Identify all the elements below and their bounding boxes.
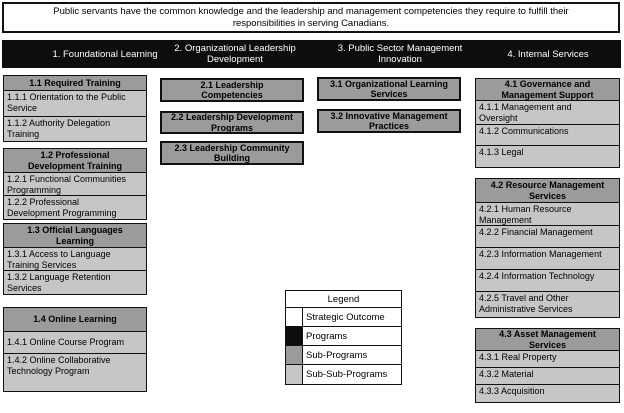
- sub-sub-program-4-2-4: 4.2.4 Information Technology: [476, 270, 619, 292]
- sub-program-4-2-header: 4.2 Resource Management Services: [476, 179, 619, 203]
- legend-label: Programs: [306, 330, 348, 342]
- legend-label: Strategic Outcome: [306, 311, 385, 323]
- sub-program-1-4-header: 1.4 Online Learning: [4, 308, 146, 332]
- sub-program-3-2: 3.2 Innovative Management Practices: [317, 109, 461, 133]
- sub-program-4-1-header: 4.1 Governance and Management Support: [476, 79, 619, 101]
- legend: Legend Strategic Outcome Programs Sub-Pr…: [285, 290, 402, 385]
- sub-program-2-2: 2.2 Leadership Development Programs: [160, 111, 304, 134]
- sub-sub-program-4-2-2: 4.2.2 Financial Management: [476, 226, 619, 248]
- sub-program-1-2-header: 1.2 Professional Development Training: [4, 149, 146, 173]
- legend-label: Sub-Programs: [306, 349, 368, 361]
- sub-program-1-1-header: 1.1 Required Training: [4, 76, 146, 91]
- sub-program-2-3: 2.3 Leadership Community Building: [160, 141, 304, 165]
- program-4-internal-services: 4. Internal Services: [507, 48, 589, 60]
- sub-sub-program-1-1-2: 1.1.2 Authority Delegation Training: [4, 117, 146, 141]
- sub-sub-program-4-3-2: 4.3.2 Material: [476, 368, 619, 385]
- sub-sub-program-4-2-3: 4.2.3 Information Management: [476, 248, 619, 270]
- legend-title: Legend: [286, 291, 401, 308]
- sub-sub-program-4-2-1: 4.2.1 Human Resource Management: [476, 203, 619, 226]
- sub-sub-program-4-1-1: 4.1.1 Management and Oversight: [476, 101, 619, 125]
- sub-program-group-1-1: 1.1 Required Training 1.1.1 Orientation …: [3, 75, 147, 142]
- sub-program-group-4-3: 4.3 Asset Management Services 4.3.1 Real…: [475, 328, 620, 403]
- sub-sub-program-1-4-2: 1.4.2 Online Collaborative Technology Pr…: [4, 354, 146, 391]
- legend-swatch-strategic-outcome: [286, 308, 303, 326]
- sub-sub-program-1-2-2: 1.2.2 Professional Development Programmi…: [4, 196, 146, 219]
- legend-label: Sub-Sub-Programs: [306, 369, 388, 380]
- strategic-outcome-banner: Public servants have the common knowledg…: [2, 2, 620, 33]
- sub-program-2-1: 2.1 Leadership Competencies: [160, 78, 304, 102]
- sub-program-group-4-1: 4.1 Governance and Management Support 4.…: [475, 78, 620, 168]
- sub-sub-program-4-3-3: 4.3.3 Acquisition: [476, 385, 619, 402]
- sub-program-group-1-4: 1.4 Online Learning 1.4.1 Online Course …: [3, 307, 147, 392]
- program-2-organizational-leadership-development: 2. Organizational Leadership Development: [174, 43, 296, 65]
- sub-sub-program-4-1-2: 4.1.2 Communications: [476, 125, 619, 146]
- sub-program-group-4-2: 4.2 Resource Management Services 4.2.1 H…: [475, 178, 620, 318]
- sub-sub-program-1-2-1: 1.2.1 Functional Communities Programming: [4, 173, 146, 196]
- sub-sub-program-1-4-1: 1.4.1 Online Course Program: [4, 332, 146, 354]
- sub-program-1-3-header: 1.3 Official Languages Learning: [4, 224, 146, 248]
- legend-row-sub-programs: Sub-Programs: [286, 346, 401, 365]
- sub-sub-program-1-3-2: 1.3.2 Language Retention Services: [4, 271, 146, 294]
- legend-swatch-sub-sub-programs: [286, 365, 303, 384]
- legend-swatch-sub-programs: [286, 346, 303, 364]
- legend-swatch-programs: [286, 327, 303, 345]
- sub-program-3-1: 3.1 Organizational Learning Services: [317, 77, 461, 101]
- sub-sub-program-4-2-5: 4.2.5 Travel and Other Administrative Se…: [476, 292, 619, 317]
- legend-row-strategic-outcome: Strategic Outcome: [286, 308, 401, 327]
- sub-sub-program-4-3-1: 4.3.1 Real Property: [476, 351, 619, 368]
- legend-row-programs: Programs: [286, 327, 401, 346]
- sub-sub-program-1-1-1: 1.1.1 Orientation to the Public Service: [4, 91, 146, 117]
- legend-row-sub-sub-programs: Sub-Sub-Programs: [286, 365, 401, 384]
- sub-sub-program-4-1-3: 4.1.3 Legal: [476, 146, 619, 167]
- program-1-foundational-learning: 1. Foundational Learning: [52, 48, 158, 60]
- sub-program-4-3-header: 4.3 Asset Management Services: [476, 329, 619, 351]
- program-3-public-sector-management-innovation: 3. Public Sector Management Innovation: [337, 43, 463, 65]
- sub-program-group-1-2: 1.2 Professional Development Training 1.…: [3, 148, 147, 220]
- sub-sub-program-1-3-1: 1.3.1 Access to Language Training Servic…: [4, 248, 146, 271]
- programs-bar: 1. Foundational Learning 2. Organization…: [2, 40, 621, 68]
- sub-program-group-1-3: 1.3 Official Languages Learning 1.3.1 Ac…: [3, 223, 147, 295]
